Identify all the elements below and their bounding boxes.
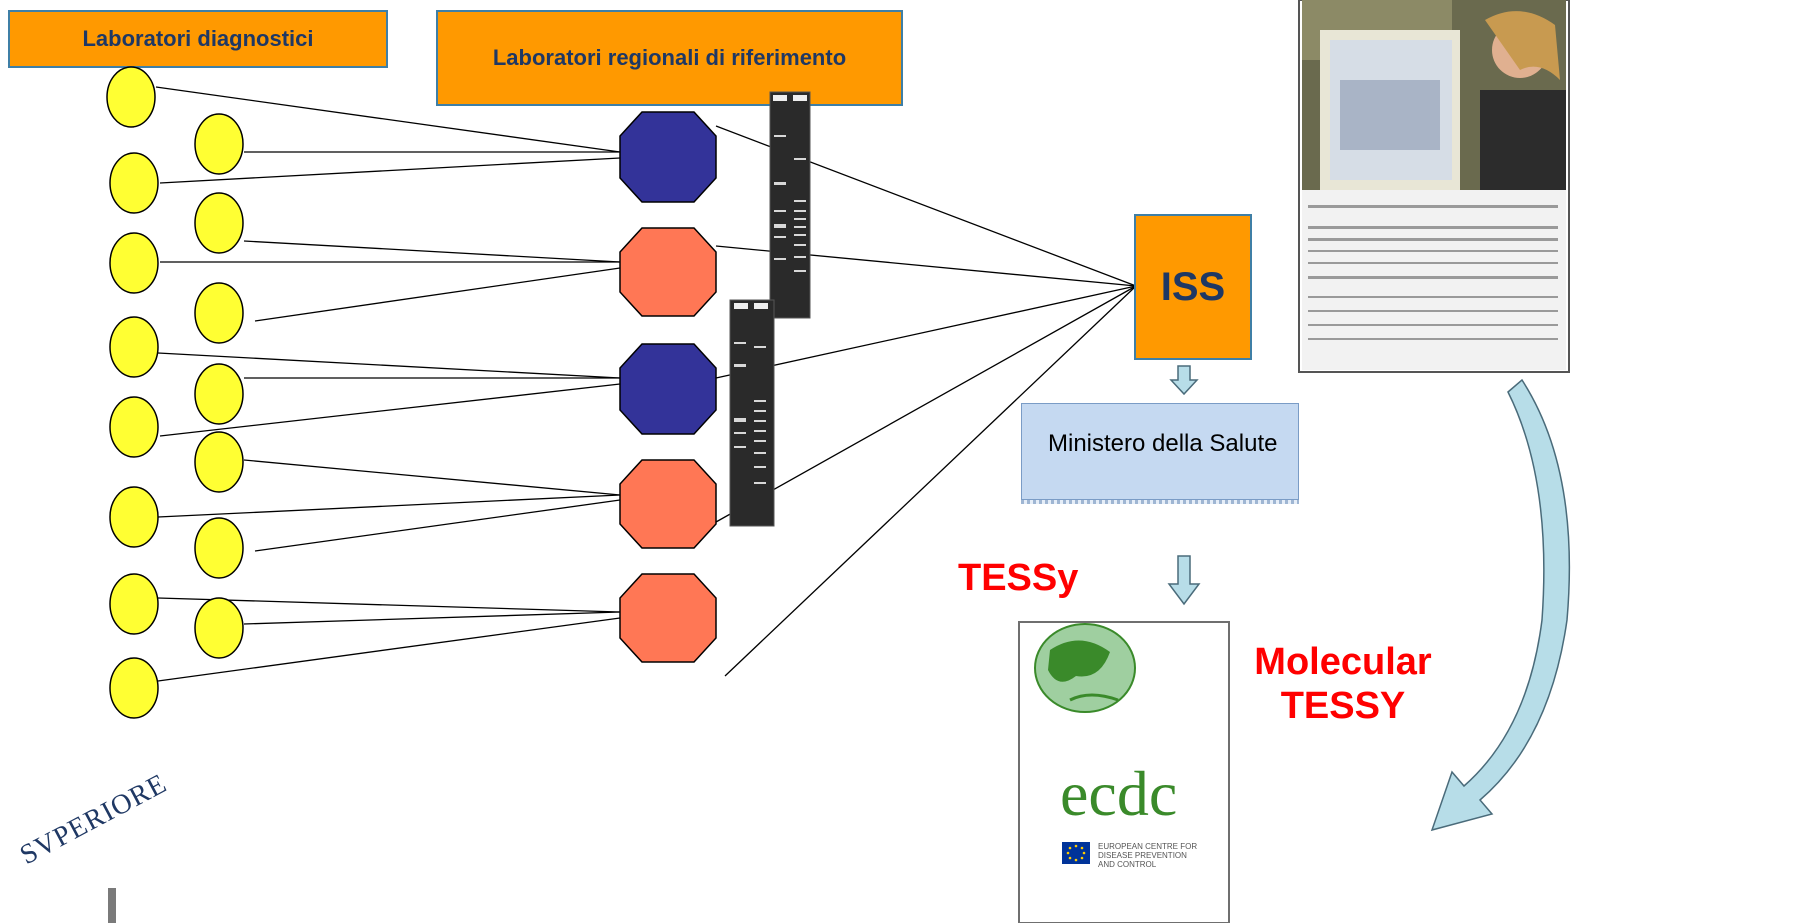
diagnostic-lab-nodes bbox=[106, 66, 244, 719]
header-laboratori-diagnostici: Laboratori diagnostici bbox=[8, 10, 388, 68]
diagnostic-lab-node bbox=[109, 486, 159, 548]
ecdc-logo bbox=[1018, 621, 1230, 923]
ministero-della-salute-box: Ministero della Salute bbox=[1021, 403, 1299, 500]
arrow-ministero-to-ecdc-icon bbox=[1167, 555, 1201, 606]
diagnostic-lab-node bbox=[109, 152, 159, 214]
reference-lab-node-blue bbox=[619, 111, 717, 203]
diagnostic-lab-node bbox=[194, 597, 244, 659]
diagnostic-lab-node bbox=[109, 232, 159, 294]
ecdc-subtitle: EUROPEAN CENTRE FOR DISEASE PREVENTION A… bbox=[1098, 842, 1197, 869]
diagnostic-connections bbox=[155, 86, 621, 682]
header-diagnostic-label: Laboratori diagnostici bbox=[82, 26, 314, 51]
diagnostic-lab-node bbox=[194, 363, 244, 425]
curved-arrow-icon bbox=[1430, 378, 1571, 832]
gel-image-bottom bbox=[729, 299, 775, 527]
reference-lab-nodes bbox=[619, 111, 717, 663]
header-regional-label: Laboratori regionali di riferimento bbox=[492, 45, 847, 70]
diagnostic-lab-node bbox=[194, 282, 244, 344]
iss-node: ISS bbox=[1134, 214, 1252, 360]
lab-photo bbox=[1298, 0, 1570, 373]
reference-lab-node-salmon bbox=[619, 227, 717, 317]
ministero-box-edge bbox=[1021, 500, 1299, 504]
ecdc-subtitle-line: DISEASE PREVENTION bbox=[1098, 851, 1187, 860]
reference-lab-node-salmon bbox=[619, 459, 717, 549]
diagnostic-lab-node bbox=[109, 573, 159, 635]
diagnostic-lab-node bbox=[109, 316, 159, 378]
molecular-tessy-label: Molecular TESSY bbox=[1254, 641, 1432, 727]
reference-connections bbox=[715, 125, 1137, 677]
iss-seal-logo bbox=[0, 778, 176, 923]
diagnostic-lab-node bbox=[109, 657, 159, 719]
reference-lab-node-salmon bbox=[619, 573, 717, 663]
reference-lab-node-blue bbox=[619, 343, 717, 435]
gel-image-top bbox=[769, 91, 811, 319]
arrow-iss-to-ministero-icon bbox=[1169, 365, 1199, 396]
ecdc-subtitle-line: EUROPEAN CENTRE FOR bbox=[1098, 842, 1198, 851]
ministero-label: Ministero della Salute bbox=[1048, 430, 1278, 457]
ecdc-subtitle-line: AND CONTROL bbox=[1098, 860, 1157, 869]
ecdc-wordmark: ecdc bbox=[1060, 758, 1178, 829]
diagnostic-lab-node bbox=[109, 396, 159, 458]
diagnostic-lab-node bbox=[106, 66, 156, 128]
iss-label: ISS bbox=[1160, 264, 1226, 309]
diagnostic-lab-node bbox=[194, 517, 244, 579]
diagnostic-lab-node bbox=[194, 192, 244, 254]
tessy-label: TESSy bbox=[958, 557, 1079, 599]
header-laboratori-regionali: Laboratori regionali di riferimento bbox=[436, 10, 903, 106]
diagnostic-lab-node bbox=[194, 113, 244, 175]
diagnostic-lab-node bbox=[194, 431, 244, 493]
